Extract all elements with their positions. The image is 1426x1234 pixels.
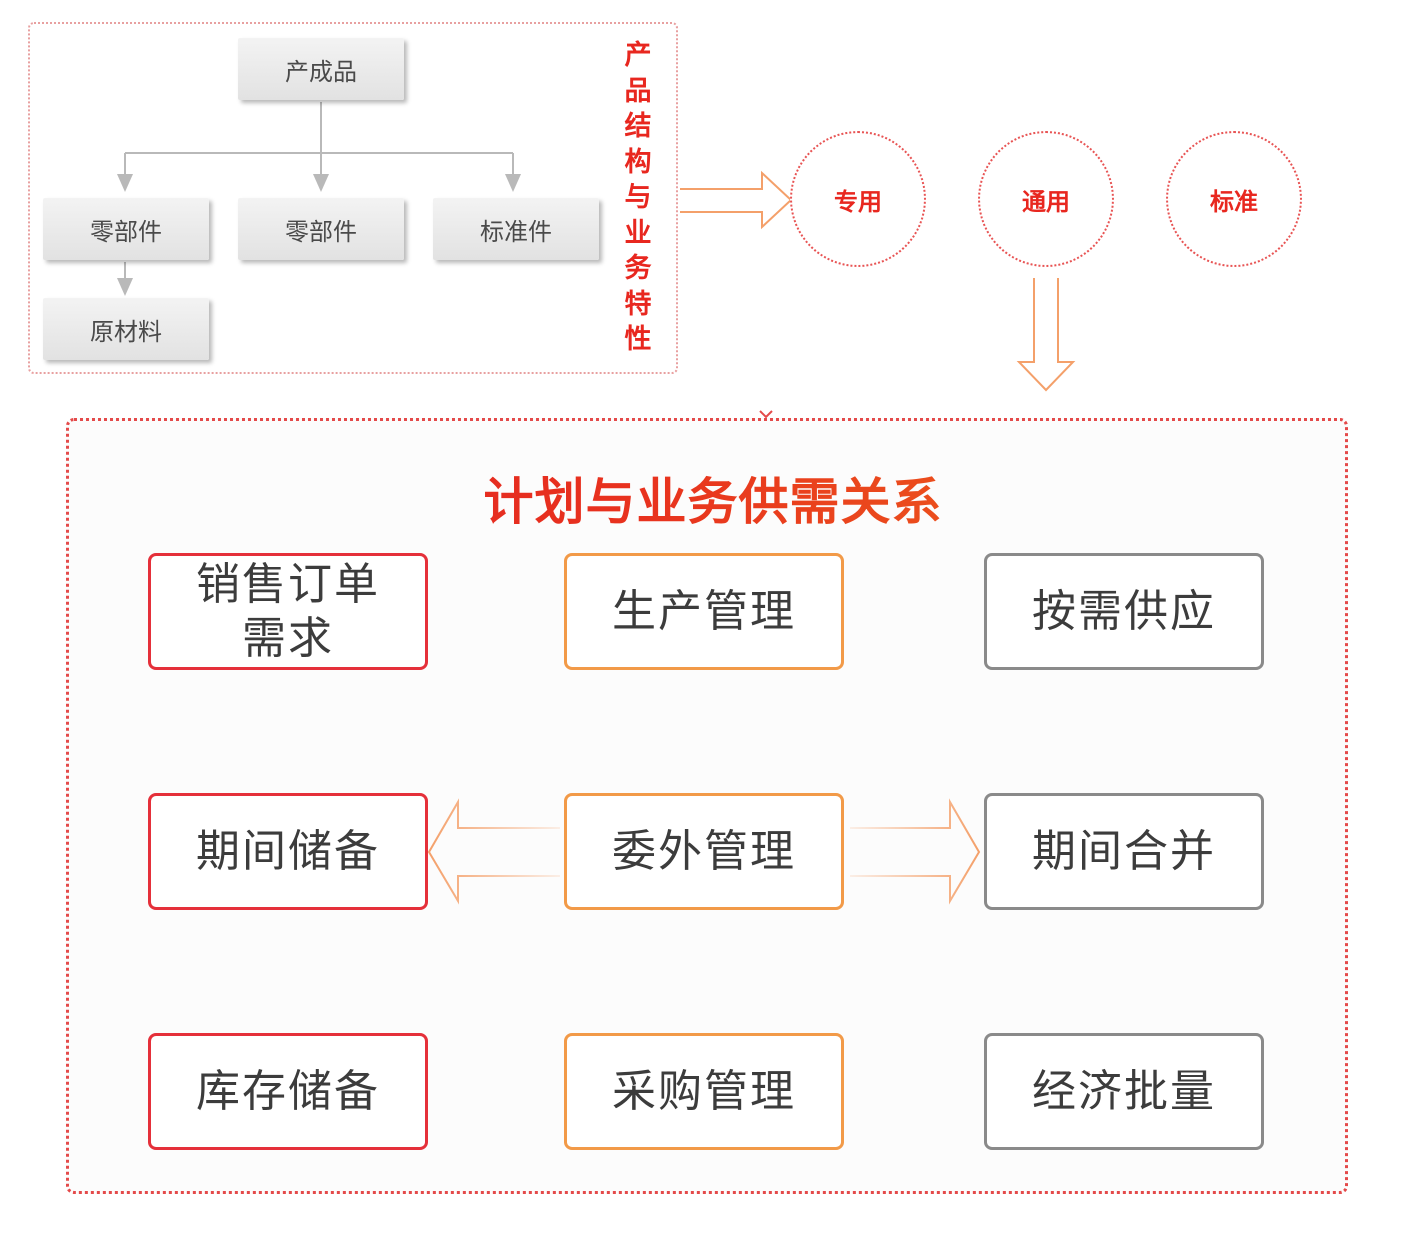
outsourcing-management-label: 委外管理 — [612, 825, 796, 877]
period-reserve-label: 期间储备 — [196, 825, 380, 877]
standard-part-label: 标准件 — [480, 217, 552, 246]
economic-batch-label: 经济批量 — [1032, 1065, 1216, 1117]
sales-order-demand-label: 销售订单 需求 — [196, 558, 380, 664]
side-title-char: 与 — [624, 182, 652, 213]
component-label-2: 零部件 — [285, 217, 357, 246]
side-title-char: 结 — [624, 111, 652, 142]
period-merge-card: 期间合并 — [984, 793, 1264, 910]
side-title-char: 品 — [624, 75, 652, 107]
component-label-1: 零部件 — [90, 217, 162, 246]
side-title-char: 产 — [624, 40, 652, 71]
procurement-management-card: 采购管理 — [564, 1033, 844, 1150]
standard-part-box: 标准件 — [433, 198, 599, 260]
hollow-arrow-down — [1016, 278, 1076, 392]
finished-product-label: 产成品 — [285, 57, 357, 86]
period-merge-label: 期间合并 — [1032, 825, 1216, 877]
panel-mark — [759, 410, 773, 419]
on-demand-supply-card: 按需供应 — [984, 553, 1264, 670]
dedicated-label: 专用 — [834, 187, 882, 216]
raw-material-label: 原材料 — [90, 317, 162, 346]
component-box-1: 零部件 — [43, 198, 209, 260]
arrow-right — [850, 798, 981, 905]
arrow-left — [427, 798, 560, 905]
on-demand-supply-label: 按需供应 — [1032, 585, 1216, 637]
product-structure-panel — [28, 22, 678, 374]
dedicated-circle: 专用 — [790, 131, 926, 267]
inventory-reserve-label: 库存储备 — [196, 1065, 380, 1117]
side-title-char: 特 — [624, 288, 652, 320]
economic-batch-card: 经济批量 — [984, 1033, 1264, 1150]
standard-circle: 标准 — [1166, 131, 1302, 267]
supply-demand-title: 计划与业务供需关系 — [0, 462, 1426, 534]
side-title-char: 构 — [624, 146, 652, 178]
tree-arrowheads — [117, 153, 521, 296]
inventory-reserve-card: 库存储备 — [148, 1033, 428, 1150]
period-reserve-card: 期间储备 — [148, 793, 428, 910]
procurement-management-label: 采购管理 — [612, 1065, 796, 1117]
tree-connectors — [125, 102, 513, 154]
side-title-char: 务 — [624, 253, 652, 284]
production-management-label: 生产管理 — [612, 585, 796, 637]
general-label: 通用 — [1022, 187, 1070, 216]
finished-product-box: 产成品 — [238, 38, 404, 100]
standard-label: 标准 — [1210, 187, 1258, 216]
side-title-char: 业 — [624, 217, 652, 249]
outsourcing-management-card: 委外管理 — [564, 793, 844, 910]
general-circle: 通用 — [978, 131, 1114, 267]
component-box-2: 零部件 — [238, 198, 404, 260]
product-structure-side-title: 产 品 结 构 与 业 务 特 性 — [618, 38, 658, 358]
sales-order-demand-card: 销售订单 需求 — [148, 553, 428, 670]
side-title-char: 性 — [624, 324, 652, 355]
raw-material-box: 原材料 — [43, 298, 209, 360]
production-management-card: 生产管理 — [564, 553, 844, 670]
